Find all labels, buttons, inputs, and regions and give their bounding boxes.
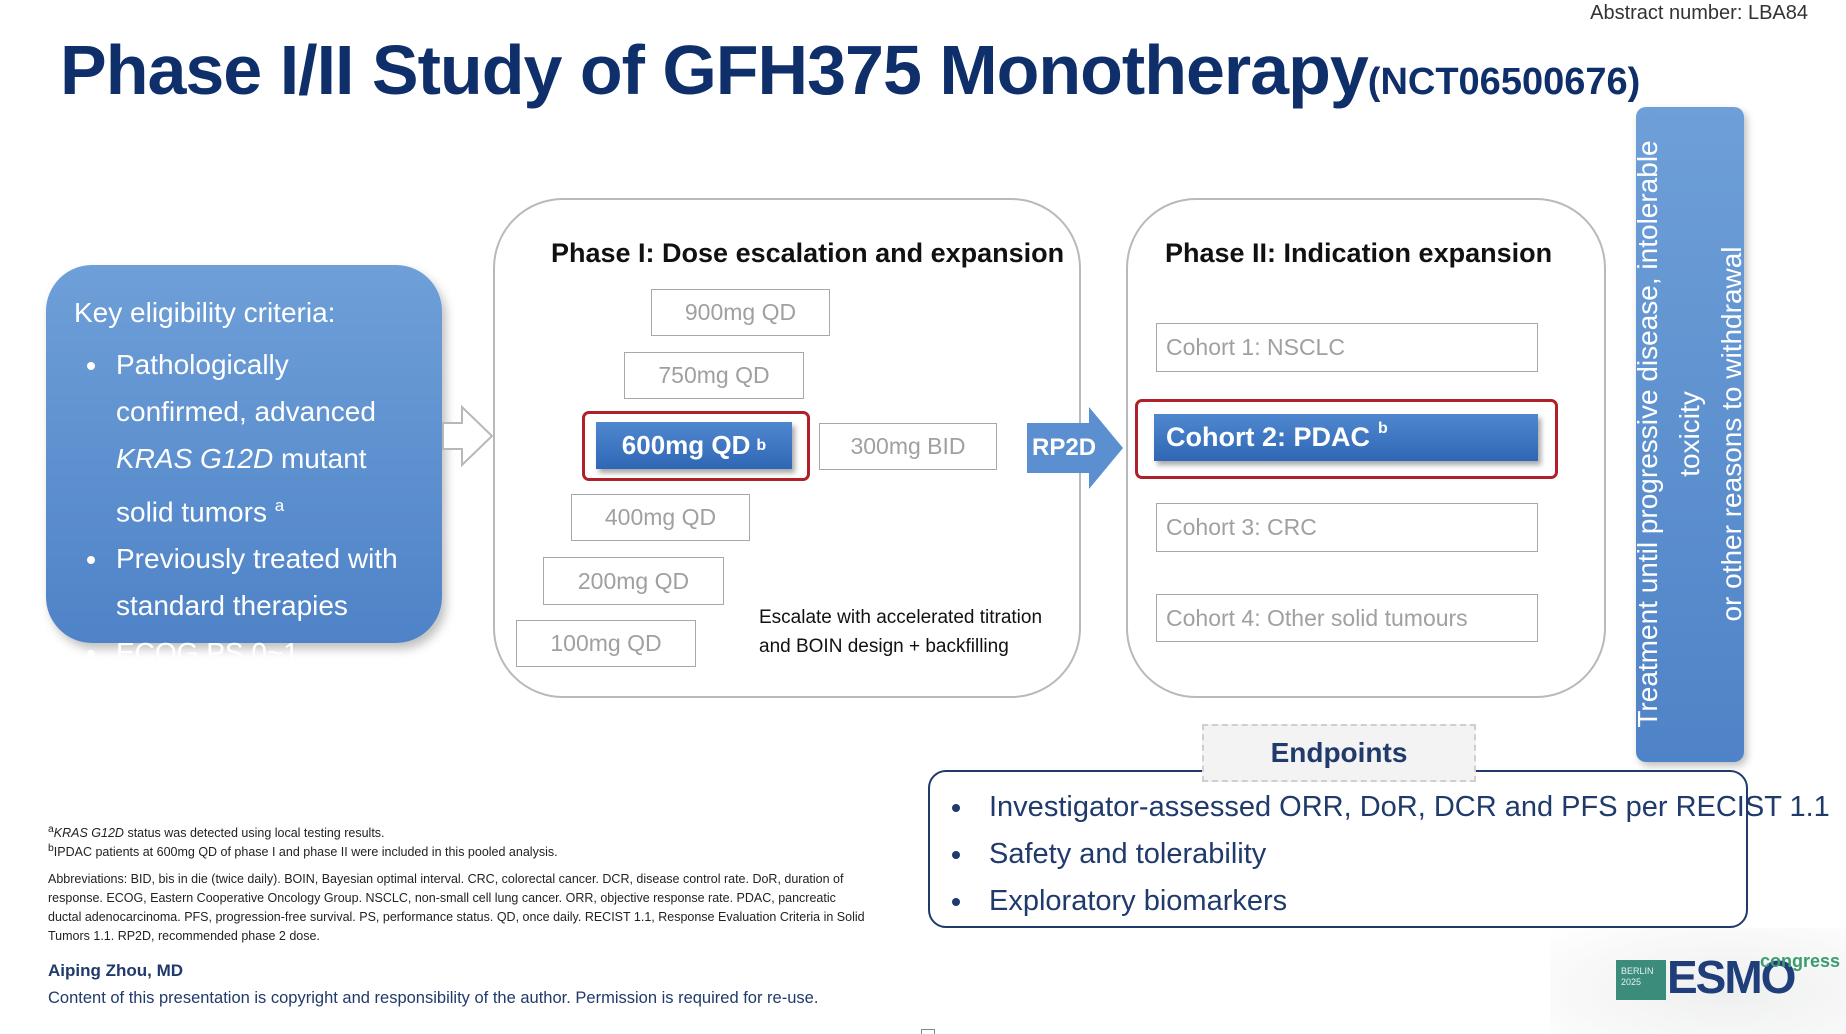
- footnote-text: IPDAC patients at 600mg QD of phase I an…: [53, 845, 558, 860]
- eligibility-box: Key eligibility criteria: Pathologically…: [46, 265, 442, 668]
- footnote-marker: b: [48, 843, 54, 854]
- cohort-2-label: Cohort 2: PDAC: [1166, 422, 1370, 452]
- dose-900: 900mg QD: [651, 289, 830, 336]
- abbreviations: Abbreviations: BID, bis in die (twice da…: [48, 872, 865, 943]
- logo-background: [1550, 928, 1846, 1034]
- eligibility-item-text: mutant solid tumors: [116, 443, 367, 528]
- cohort-1: Cohort 1: NSCLC: [1156, 323, 1538, 372]
- endpoints-box: [928, 770, 1748, 928]
- badge-city: BERLIN: [1621, 966, 1654, 976]
- eligibility-item: Pathologically confirmed, advanced KRAS …: [110, 341, 422, 535]
- slide-title: Phase I/II Study of GFH375 Monotherapy(N…: [60, 30, 1640, 110]
- dose-400: 400mg QD: [571, 494, 750, 541]
- eligibility-heading: Key eligibility criteria:: [74, 297, 336, 328]
- treatment-text-line: Treatment until progressive disease, int…: [1632, 140, 1705, 728]
- title-nct: (NCT06500676): [1367, 61, 1641, 103]
- badge-year: 2025: [1621, 977, 1642, 987]
- escalation-note-line: Escalate with accelerated titration: [759, 607, 1043, 628]
- dose-200: 200mg QD: [543, 557, 724, 605]
- eligibility-item-text: Pathologically confirmed, advanced: [116, 349, 376, 427]
- dose-600-highlight-frame: [582, 411, 810, 481]
- footnote-marker: a: [48, 824, 54, 835]
- dose-600-label: 600mg QD: [621, 430, 751, 460]
- endpoint-item: Safety and tolerability: [975, 831, 1830, 878]
- esmo-congress-label: congress: [1760, 951, 1841, 971]
- rp2d-label: RP2D: [1032, 434, 1097, 461]
- treatment-duration-text: Treatment until progressive disease, int…: [1627, 114, 1753, 754]
- esmo-logo: ESMO: [1667, 951, 1796, 1003]
- footnote-marker: b: [1378, 420, 1388, 437]
- endpoint-item: Investigator-assessed ORR, DoR, DCR and …: [975, 784, 1830, 831]
- footnote-gene: KRAS G12D: [53, 826, 124, 841]
- title-main: Phase I/II Study of GFH375 Monotherapy: [60, 31, 1369, 109]
- endpoints-list: Investigator-assessed ORR, DoR, DCR and …: [945, 784, 1830, 925]
- footnote-a: aKRAS G12D status was detected using loc…: [48, 824, 385, 840]
- endpoints-title: Endpoints: [1202, 724, 1476, 782]
- copyright-notice: Content of this presentation is copyrigh…: [48, 989, 819, 1007]
- dose-600: 600mg QD b: [596, 422, 792, 469]
- treatment-duration-bar: [1636, 107, 1744, 762]
- endpoint-item: Exploratory biomarkers: [975, 878, 1830, 925]
- dose-100: 100mg QD: [516, 620, 696, 667]
- cohort-2: Cohort 2: PDAC b: [1154, 414, 1538, 461]
- esmo-berlin-badge: BERLIN 2025: [1616, 960, 1666, 1000]
- abstract-number: Abstract number: LBA84: [1590, 2, 1808, 24]
- eligibility-item-gene: KRAS G12D: [116, 443, 274, 474]
- dose-300-bid: 300mg BID: [819, 423, 997, 470]
- footnote-marker: b: [756, 436, 767, 454]
- outline-arrow-icon: [442, 405, 494, 467]
- cohort-2-highlight-frame: [1135, 399, 1558, 479]
- phase2-title: Phase II: Indication expansion: [1165, 238, 1553, 268]
- eligibility-item: ECOG PS 0~1: [110, 629, 422, 676]
- eligibility-item: Previously treated with standard therapi…: [110, 535, 422, 629]
- eligibility-list: Pathologically confirmed, advanced KRAS …: [74, 341, 422, 676]
- slide-marker: [921, 1029, 935, 1034]
- phase1-title: Phase I: Dose escalation and expansion: [551, 238, 1065, 268]
- footnote-b: bIPDAC patients at 600mg QD of phase I a…: [48, 843, 558, 859]
- footnote-marker: a: [274, 496, 285, 515]
- cohort-4: Cohort 4: Other solid tumours: [1156, 594, 1538, 642]
- footnote-text: status was detected using local testing …: [123, 826, 385, 841]
- escalation-note-line: and BOIN design + backfilling: [759, 636, 1009, 657]
- author-name: Aiping Zhou, MD: [48, 961, 184, 980]
- treatment-text-line: or other reasons to withdrawal: [1716, 246, 1747, 622]
- dose-750: 750mg QD: [624, 352, 804, 399]
- escalation-note: Escalate with accelerated titration and …: [759, 603, 1042, 661]
- cohort-3: Cohort 3: CRC: [1156, 503, 1538, 552]
- rp2d-arrow-icon: [1027, 407, 1123, 489]
